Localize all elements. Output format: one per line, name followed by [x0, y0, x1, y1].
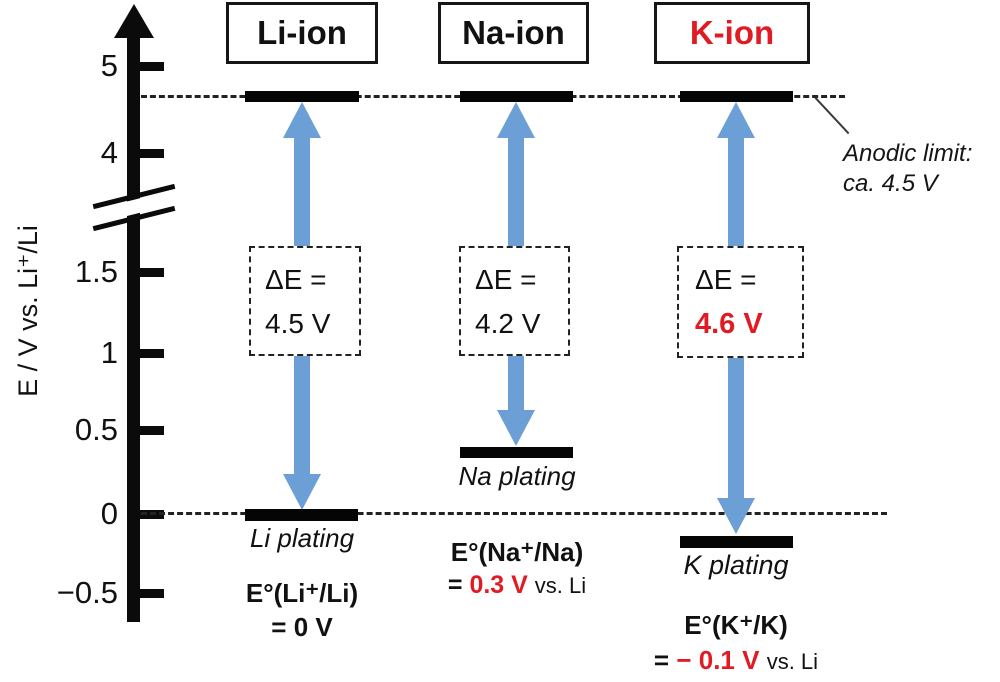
zero-volt-dashed-line — [141, 512, 887, 515]
k-delta-e-box: ΔE = 4.6 V — [677, 246, 804, 358]
anodic-limit-note-line1: Anodic limit: — [843, 140, 973, 167]
y-tick-label: 4 — [100, 135, 118, 170]
na-ion-title: Na-ion — [462, 14, 565, 51]
na-eo-label: E°(Na⁺/Na) — [450, 537, 584, 567]
y-tick — [138, 149, 164, 158]
li-delta-e-label: ΔE = — [265, 264, 327, 295]
li-delta-e-box: ΔE = 4.5 V — [249, 246, 361, 356]
k-eo-value-line: = − 0.1 V vs. Li — [626, 645, 846, 676]
anodic-limit-note-line2: ca. 4.5 V — [843, 170, 938, 197]
y-tick-label: 0 — [100, 496, 118, 531]
k-delta-e-label: ΔE = — [695, 264, 757, 295]
na-plating-label: Na plating — [458, 461, 576, 491]
k-eo-suffix: vs. Li — [766, 649, 819, 674]
k-eo-label: E°(K⁺/K) — [684, 610, 788, 640]
y-tick — [138, 426, 164, 435]
na-arrow-down-icon — [497, 410, 535, 446]
y-tick-label: −0.5 — [56, 575, 118, 610]
k-ion-title-box: K-ion — [654, 2, 810, 64]
li-arrow-up-icon — [283, 102, 321, 138]
na-eo-suffix: vs. Li — [534, 573, 587, 598]
k-eo-value: − 0.1 V — [676, 645, 760, 675]
k-anodic-level-bar — [680, 91, 793, 102]
na-eo-value: 0.3 V — [469, 571, 528, 599]
na-arrow-up-icon — [497, 102, 535, 138]
li-delta-e-value: 4.5 V — [265, 308, 331, 339]
k-arrow-up-icon — [717, 102, 755, 138]
y-axis-arrowhead-icon — [114, 4, 154, 38]
k-delta-e-value: 4.6 V — [695, 308, 763, 340]
na-eo-value-line: = 0.3 V vs. Li — [417, 571, 617, 600]
y-tick — [138, 62, 164, 71]
li-anodic-level-bar — [245, 91, 359, 102]
na-anodic-level-bar — [460, 91, 573, 102]
li-ion-title-box: Li-ion — [226, 2, 378, 64]
na-delta-e-box: ΔE = 4.2 V — [459, 246, 570, 356]
li-eo-value-line: = 0 V — [202, 612, 402, 643]
y-tick — [138, 268, 164, 277]
na-ion-title-box: Na-ion — [438, 2, 589, 64]
y-tick-label: 1.5 — [74, 254, 118, 289]
k-arrow-down-icon — [717, 498, 755, 534]
na-eo-eq: = — [447, 571, 463, 599]
k-plating-label: K plating — [683, 550, 789, 580]
li-eo-label: E°(Li⁺/Li) — [245, 578, 359, 608]
y-tick-label: 1 — [100, 335, 118, 370]
li-plating-label: Li plating — [249, 523, 355, 553]
li-ion-title: Li-ion — [257, 14, 347, 51]
k-ion-title: K-ion — [689, 14, 775, 51]
y-tick — [138, 589, 164, 598]
y-axis-line — [127, 34, 140, 622]
li-eo-eq: = — [271, 612, 287, 642]
li-arrow-down-icon — [283, 474, 321, 510]
y-tick-label: 0.5 — [74, 412, 118, 447]
na-plating-bar — [460, 447, 573, 458]
y-tick-label: 5 — [100, 48, 118, 83]
li-eo-value: 0 V — [293, 612, 333, 642]
anodic-limit-note: Anodic limit: ca. 4.5 V — [843, 139, 1000, 199]
anodic-limit-pointer-line — [814, 97, 850, 135]
na-delta-e-label: ΔE = — [475, 264, 537, 295]
k-plating-bar — [680, 536, 793, 548]
k-eo-eq: = — [653, 645, 670, 675]
y-tick — [138, 349, 164, 358]
na-delta-e-value: 4.2 V — [475, 308, 541, 339]
li-plating-bar — [245, 509, 358, 521]
